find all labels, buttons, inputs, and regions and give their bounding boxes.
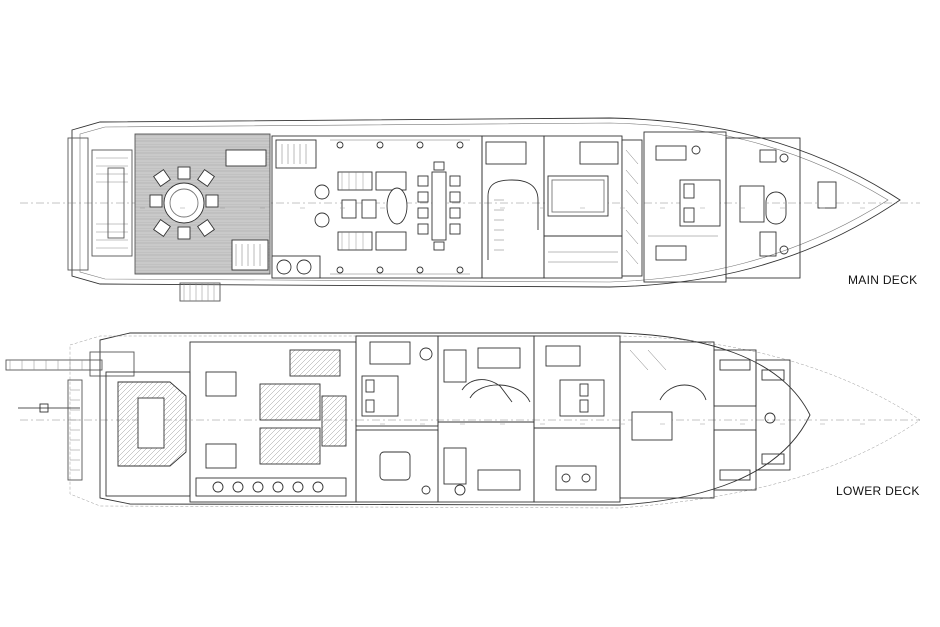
lower-deck-hull-outline: [99, 332, 811, 506]
crew-cabin-1: [713, 349, 757, 407]
guest-bath-4: [533, 427, 621, 503]
master-bath: [725, 137, 801, 279]
lower-deck-label: LOWER DECK: [836, 484, 920, 498]
crew-mess: [619, 341, 715, 499]
guest-bath-1: [355, 429, 439, 503]
main-deck-inner-bulwark: [79, 122, 889, 283]
lower-deck-plan: [5, 332, 921, 509]
master-bed: [679, 179, 721, 227]
crew-cabin-3: [755, 359, 791, 471]
main-deck-plan: [20, 117, 920, 302]
main-deck-hull-outline: [71, 117, 901, 288]
crane-arm: [5, 359, 103, 371]
main-deck-label: MAIN DECK: [848, 273, 918, 287]
dining-table: [431, 171, 447, 241]
